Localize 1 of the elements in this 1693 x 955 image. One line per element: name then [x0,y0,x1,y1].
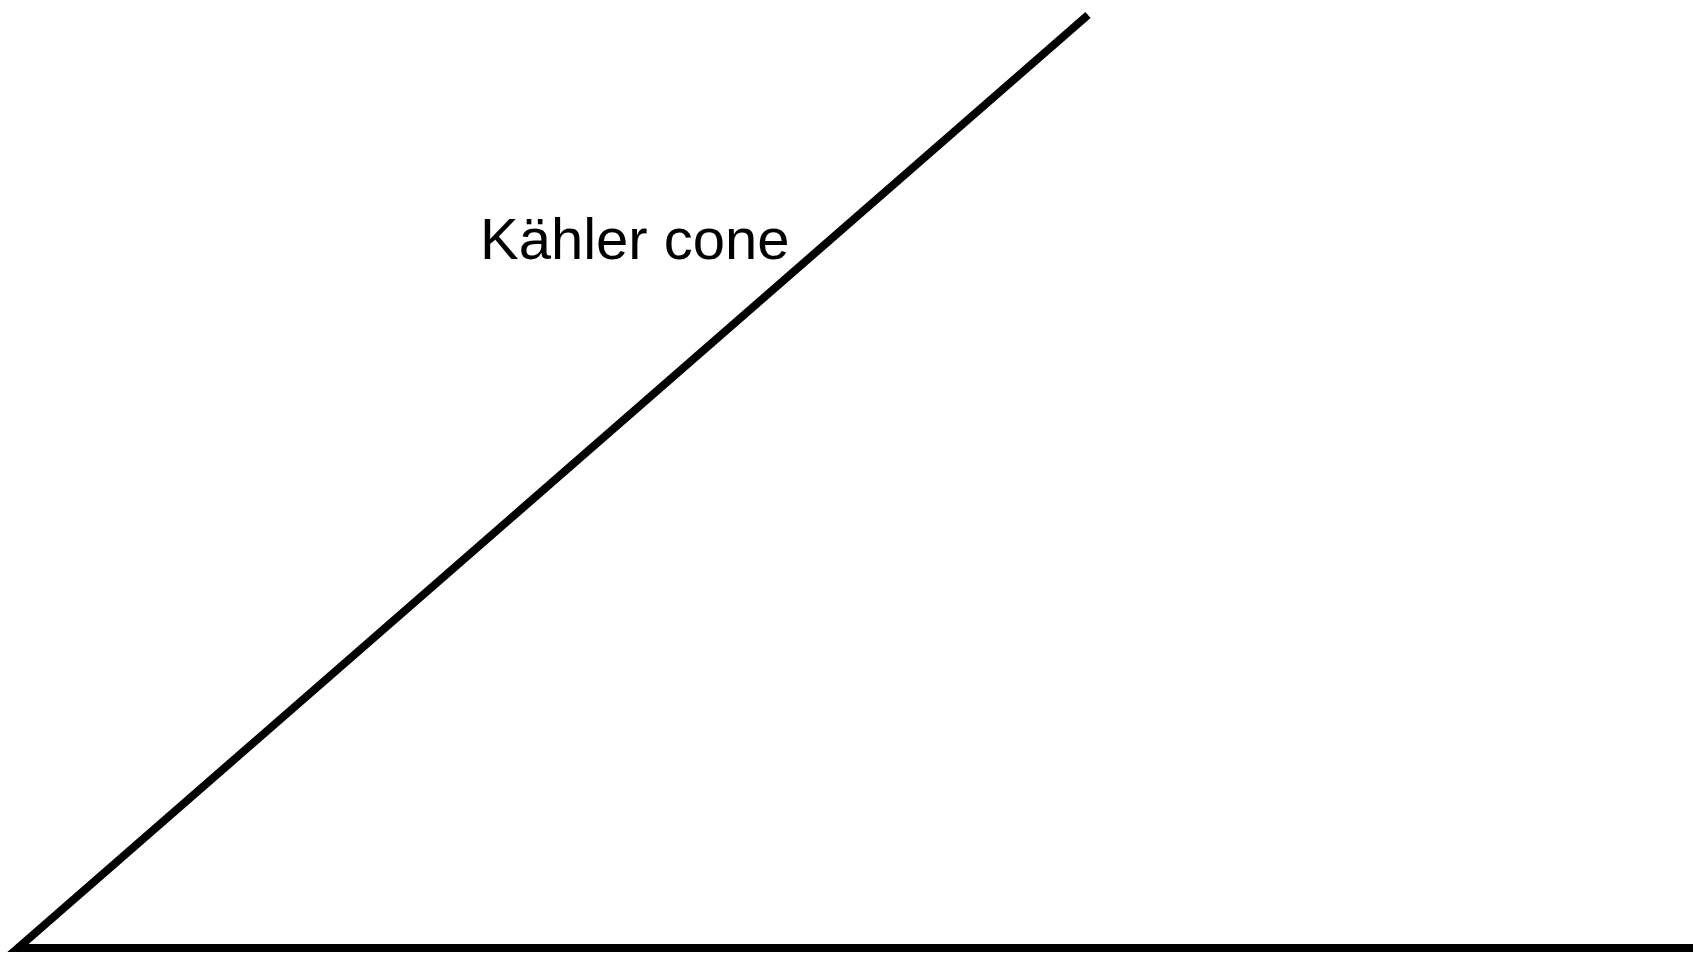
region-label: Kähler cone [480,210,790,268]
